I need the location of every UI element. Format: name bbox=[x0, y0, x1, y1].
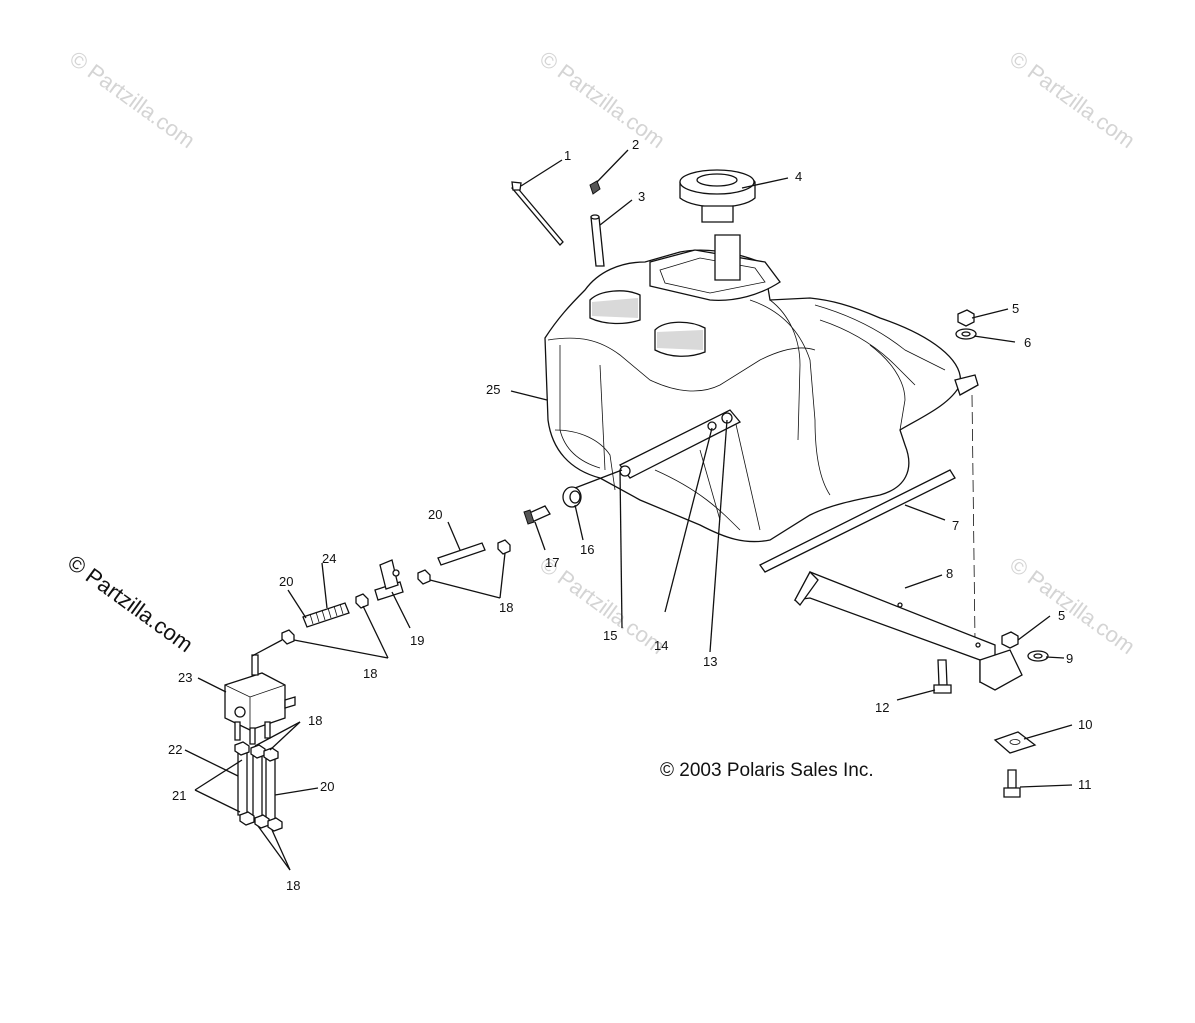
part-4-fuel-cap bbox=[679, 169, 756, 281]
part-1-vent-rod bbox=[511, 181, 564, 246]
part-6-washer bbox=[955, 328, 977, 340]
callout-15: 15 bbox=[603, 628, 617, 643]
part-11-bolt bbox=[1003, 769, 1021, 798]
fuel-tank bbox=[544, 249, 979, 543]
callout-6: 6 bbox=[1024, 335, 1031, 350]
callout-25: 25 bbox=[486, 382, 500, 397]
callout-8: 8 bbox=[946, 566, 953, 581]
callout-9: 9 bbox=[1066, 651, 1073, 666]
callout-17: 17 bbox=[545, 555, 559, 570]
part-12-bolt bbox=[933, 659, 952, 694]
callout-5-lower: 5 bbox=[1058, 608, 1065, 623]
callout-5: 5 bbox=[1012, 301, 1019, 316]
callout-10: 10 bbox=[1078, 717, 1092, 732]
watermark: © Partzilla.com bbox=[535, 46, 670, 153]
callout-18-mid: 18 bbox=[499, 600, 513, 615]
part-19-valve bbox=[374, 559, 404, 601]
part-10-pad bbox=[993, 731, 1037, 754]
callout-20-mid: 20 bbox=[428, 507, 442, 522]
leader-lines bbox=[184, 149, 1073, 871]
part-2-fitting bbox=[589, 180, 601, 195]
part-18-clamp bbox=[281, 539, 511, 645]
part-9-washer bbox=[1027, 650, 1049, 662]
callout-22: 22 bbox=[168, 742, 182, 757]
part-20-hose bbox=[437, 542, 486, 566]
callout-19: 19 bbox=[410, 633, 424, 648]
callout-16: 16 bbox=[580, 542, 594, 557]
watermark: © Partzilla.com bbox=[1005, 552, 1140, 659]
part-3-vent-hose bbox=[590, 214, 605, 267]
part-17-fitting bbox=[523, 505, 551, 525]
callout-labels: 1 2 3 4 5 6 25 7 8 5 9 12 10 11 13 14 15… bbox=[168, 137, 1092, 893]
copyright-notice: © 2003 Polaris Sales Inc. bbox=[660, 760, 874, 781]
callout-18-pump: 18 bbox=[308, 713, 322, 728]
alignment-line bbox=[971, 394, 976, 641]
callout-18-left: 18 bbox=[363, 666, 377, 681]
callout-20-bottom: 20 bbox=[320, 779, 334, 794]
callout-2: 2 bbox=[632, 137, 639, 152]
watermark: © Partzilla.com bbox=[65, 46, 200, 153]
callout-24: 24 bbox=[322, 551, 336, 566]
callout-20-left: 20 bbox=[279, 574, 293, 589]
callout-11: 11 bbox=[1078, 777, 1092, 792]
part-7-strap bbox=[759, 469, 956, 573]
part-8-bracket bbox=[793, 570, 1023, 691]
part-16-grommet bbox=[562, 486, 582, 508]
part-5-nut-lower bbox=[1001, 631, 1019, 649]
part-24-filter bbox=[302, 602, 350, 628]
part-23-fuel-pump bbox=[224, 654, 296, 745]
callout-14: 14 bbox=[654, 638, 668, 653]
callout-4: 4 bbox=[795, 169, 802, 184]
callout-18-bottom: 18 bbox=[286, 878, 300, 893]
callout-23: 23 bbox=[178, 670, 192, 685]
part-5-nut bbox=[957, 309, 975, 327]
callout-13: 13 bbox=[703, 654, 717, 669]
callout-12: 12 bbox=[875, 700, 889, 715]
callout-3: 3 bbox=[638, 189, 645, 204]
watermark-dark: © Partzilla.com bbox=[63, 550, 198, 657]
callout-7: 7 bbox=[952, 518, 959, 533]
callout-21: 21 bbox=[172, 788, 186, 803]
callout-1: 1 bbox=[564, 148, 571, 163]
part-21-22-hoses bbox=[234, 741, 283, 832]
watermark: © Partzilla.com bbox=[1005, 46, 1140, 153]
